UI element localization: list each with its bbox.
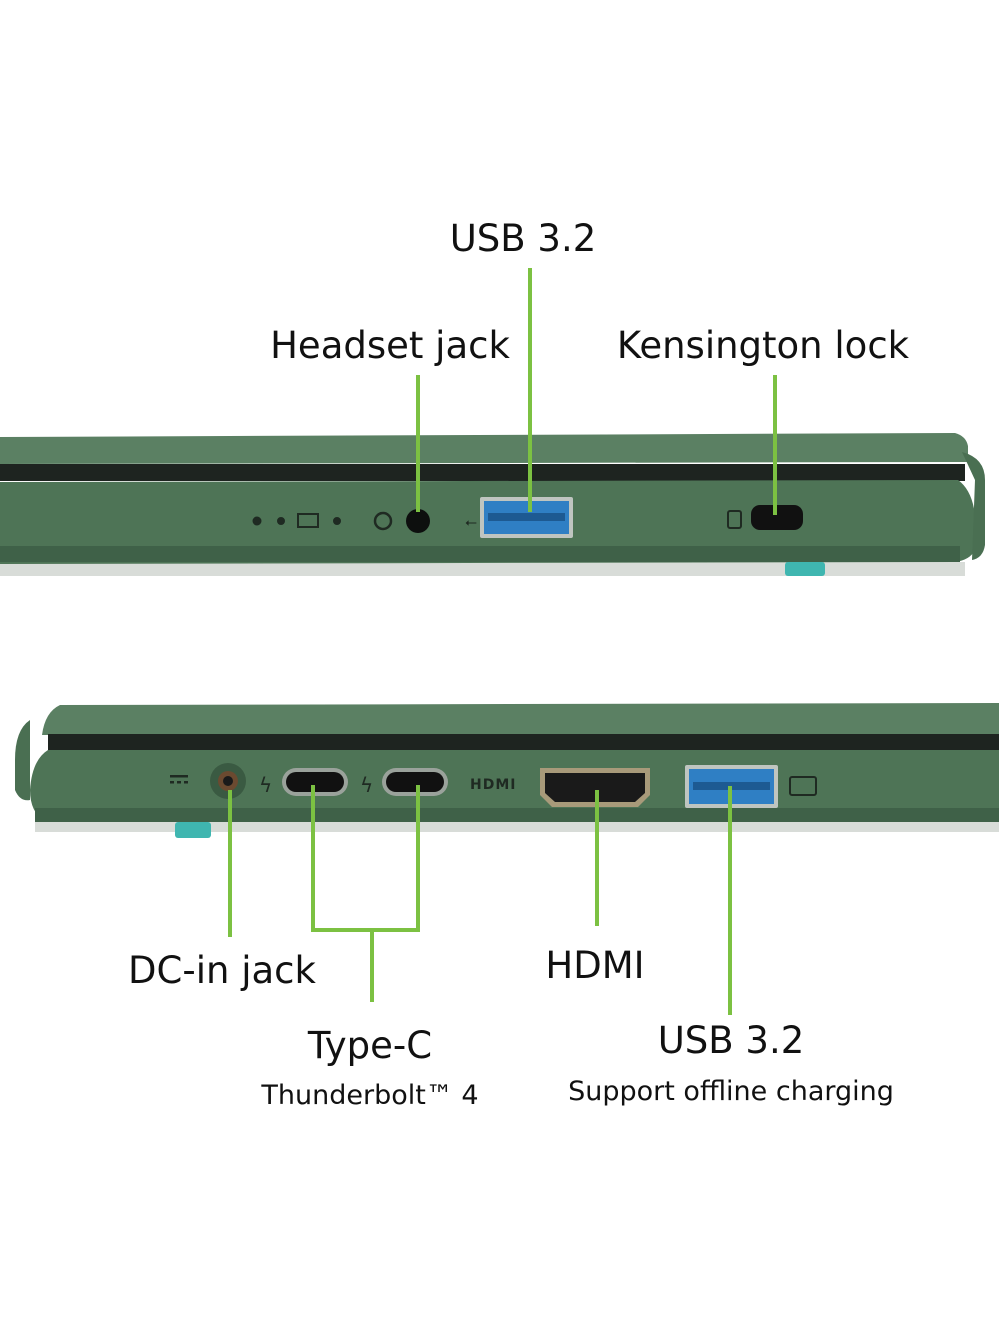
callout-lines xyxy=(228,268,777,1015)
hinge xyxy=(15,720,30,801)
lock-icon xyxy=(727,510,742,529)
usb-icon: ⭠ xyxy=(465,513,477,531)
label-usb-bottom: USB 3.2 xyxy=(657,1019,805,1062)
thunderbolt-icon: ϟ xyxy=(360,773,373,797)
label-thunderbolt: Thunderbolt™ 4 xyxy=(261,1080,479,1111)
lid-gap xyxy=(48,734,999,750)
headset-jack-port xyxy=(406,509,430,533)
rubber-foot xyxy=(785,562,825,576)
lid-top xyxy=(42,703,999,735)
kensington-lock-slot xyxy=(751,505,803,530)
hdmi-logo: HDMI xyxy=(470,777,516,793)
callout-line-type-c xyxy=(311,785,420,932)
lid-top xyxy=(0,433,968,464)
led-indicator-icons xyxy=(252,513,341,528)
dc-icon xyxy=(170,775,188,784)
lid-gap xyxy=(0,464,965,481)
thunderbolt-icon: ϟ xyxy=(259,773,272,797)
label-headset-jack: Headset jack xyxy=(270,324,510,367)
label-kensington-lock: Kensington lock xyxy=(616,324,910,367)
label-type-c: Type-C xyxy=(307,1024,433,1067)
hinge xyxy=(962,452,985,560)
shadow xyxy=(0,562,965,576)
laptop-right-side: ⭠ xyxy=(0,433,985,576)
label-usb-top: USB 3.2 xyxy=(449,217,597,260)
headset-icon xyxy=(373,511,393,531)
label-dc-in-jack: DC-in jack xyxy=(128,949,316,992)
usb-charging-icon xyxy=(789,776,817,796)
laptop-left-side: ϟ ϟ HDMI xyxy=(15,703,999,838)
rubber-foot xyxy=(175,822,211,838)
label-hdmi: HDMI xyxy=(545,944,645,987)
label-offline-charging: Support offline charging xyxy=(568,1076,894,1107)
